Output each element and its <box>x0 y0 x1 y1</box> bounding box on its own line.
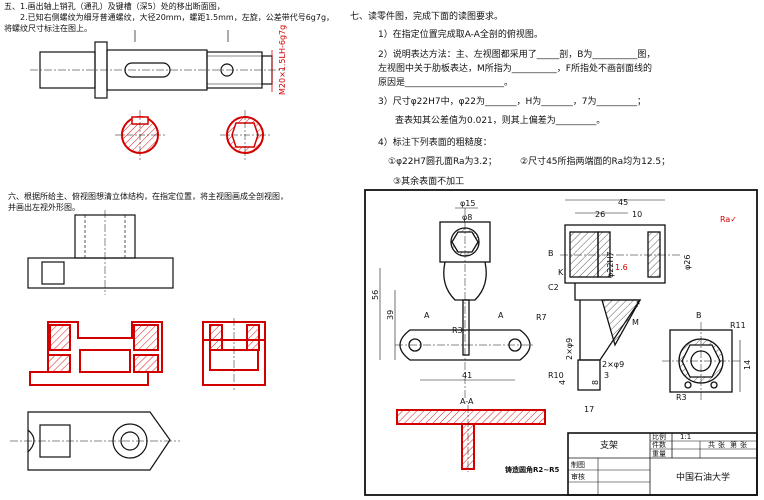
dim-45: 45 <box>618 198 628 207</box>
section7-q2b: 左视图中关于肋板表达，M所指为__________，F所指处不画剖面线的 <box>378 64 652 74</box>
dim-4: 4 <box>558 380 567 385</box>
left-view-red <box>202 318 266 390</box>
section6-line2: 并画出左视外形图。 <box>8 203 80 212</box>
checked-label: 审核 <box>571 472 585 481</box>
main-view-dims: φ15 φ8 56 39 R7 R3 41 R10 A A <box>371 199 564 381</box>
section7-q2a: 2）说明表达方法：主、左视图都采用了_____剖，B为__________图， <box>378 50 656 60</box>
dim-41: 41 <box>462 371 472 380</box>
col-zhang2: 张 <box>740 440 747 449</box>
dim-10: 10 <box>632 210 642 219</box>
row-label-scale: 比例 <box>652 432 666 441</box>
b-view-dims: B R11 R3 14 <box>676 311 752 402</box>
shaft-drawing <box>30 30 285 99</box>
section5-line3: 将螺纹尺寸标注在图上。 <box>4 24 92 33</box>
dim-r3b: R3 <box>676 393 687 402</box>
part-name: 支架 <box>600 439 618 451</box>
side-view-dims: 45 26 10 φ22H7 φ26 B C2 K F M 2×φ9 2×φ9 … <box>548 198 737 414</box>
label-a-left: A <box>424 311 430 320</box>
red-mark: 1.6 <box>615 263 628 272</box>
drawing-frame <box>364 189 758 496</box>
dim-2xphi9: 2×φ9 <box>565 338 574 360</box>
thread-label: M20×1.5LH-6g7g <box>278 25 287 95</box>
section5-line1: 五、1.画出轴上销孔（通孔）及键槽（深5）处的移出断面图， <box>4 2 225 11</box>
dim-phi26: φ26 <box>683 255 692 270</box>
col-gong: 共 <box>708 440 715 449</box>
roughness-mark: Ra✓ <box>720 215 737 224</box>
section7-q1: 1）在指定位置完成取A-A全剖的俯视图。 <box>378 30 543 40</box>
front-section-red <box>29 321 163 386</box>
label-f: F <box>636 300 641 309</box>
section7-q4: 4）标注下列表面的粗糙度： <box>378 138 492 148</box>
given-top-view <box>10 411 180 471</box>
dim-phi8: φ8 <box>462 213 472 222</box>
thread-dimension: M20×1.5LH-6g7g <box>271 25 287 95</box>
aa-section-red: A-A <box>396 397 546 472</box>
dim-r7: R7 <box>536 313 547 322</box>
dim-r10: R10 <box>548 371 564 380</box>
dim-phi22h7: φ22H7 <box>606 251 615 278</box>
section7-q4a: ①φ22H7圆孔面Ra为3.2； <box>388 157 497 167</box>
section6-line1: 六、根据所给主、俯视图想清立体结构，在指定位置，将主视图画成全剖视图， <box>8 192 288 201</box>
title-block-text: 支架 比例 件数 重量 1:1 共 张 第 张 制图 审核 中国石油大学 铸造圆… <box>505 432 747 483</box>
dim-3: 3 <box>604 371 609 380</box>
side-view <box>560 224 680 391</box>
dim-17: 17 <box>584 405 594 414</box>
col-di: 第 <box>730 440 737 449</box>
label-b: B <box>696 311 702 320</box>
section5-line2: 2.已知右侧螺纹为细牙普通螺纹，大径20mm，螺距1.5mm，左旋，公差带代号6… <box>20 13 335 22</box>
dim-56: 56 <box>371 290 380 300</box>
section7-q4b: ②尺寸45所指两端面的Ra均为12.5； <box>520 157 671 167</box>
col-zhang1: 张 <box>718 440 725 449</box>
label-m: M <box>632 318 639 327</box>
section7-q3b: 查表知其公差值为0.021，则其上偏差为_________。 <box>395 116 606 126</box>
dim-phi15: φ15 <box>460 199 475 208</box>
label-k: K <box>558 268 564 277</box>
dim-26: 26 <box>595 210 605 219</box>
row-label-weight: 重量 <box>652 450 666 458</box>
shaft-section-right <box>220 110 270 160</box>
dim-r11: R11 <box>730 321 746 330</box>
b-view <box>662 322 740 400</box>
label-a-right: A <box>498 311 504 320</box>
main-view <box>395 208 535 400</box>
section7-title: 七、读零件图，完成下面的读图要求。 <box>350 12 504 22</box>
section7-q4c: ③其余表面不加工 <box>393 177 465 187</box>
dim-39: 39 <box>386 310 395 320</box>
section7-q2c: 原因是______________________。 <box>378 78 514 88</box>
dim-8: 8 <box>591 380 600 385</box>
dim-c2: C2 <box>548 283 559 292</box>
dim-r3: R3 <box>452 326 463 335</box>
dim-14: 14 <box>743 360 752 370</box>
dim-2xd9: 2×φ9 <box>602 360 624 369</box>
drawn-label: 制图 <box>571 460 585 469</box>
casting-note: 铸造圆角R2~R5 <box>505 465 560 474</box>
label-b-arrow: B <box>548 249 554 258</box>
given-front-view <box>27 210 174 295</box>
school-name: 中国石油大学 <box>676 471 730 483</box>
row-label-count: 件数 <box>652 440 666 449</box>
title-block <box>567 432 758 496</box>
scale-value: 1:1 <box>680 433 691 441</box>
shaft-section-left <box>115 110 165 160</box>
section7-q3: 3）尺寸φ22H7中，φ22为_______，H为_______，7为_____… <box>378 97 646 107</box>
label-aa: A-A <box>460 397 474 406</box>
